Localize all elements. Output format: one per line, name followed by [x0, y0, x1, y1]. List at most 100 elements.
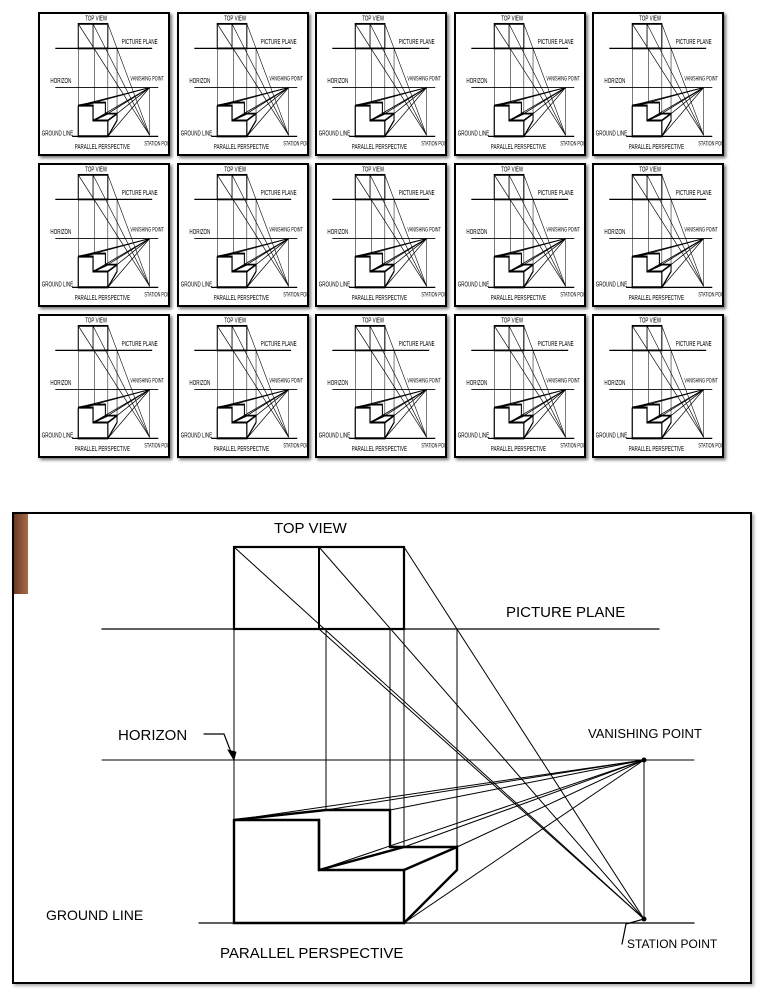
thumb-label-picture-plane: PICTURE PLANE: [676, 340, 712, 349]
thumb-label-picture-plane: PICTURE PLANE: [538, 38, 574, 47]
thumb-label-horizon: HORIZON: [604, 228, 625, 237]
thumb-label-ground-line: GROUND LINE: [42, 431, 73, 440]
thumb-label-ground-line: GROUND LINE: [458, 280, 489, 289]
thumbnail-drawing: TOP VIEW PICTURE PLANE HORIZON VANISHING…: [458, 14, 584, 151]
thumb-label-parallel-perspective: PARALLEL PERSPECTIVE: [75, 445, 130, 454]
thumb-label-vanishing-point: VANISHING POINT: [130, 227, 164, 234]
diagram-thumbnail-r1-c5: TOP VIEW PICTURE PLANE HORIZON VANISHING…: [592, 12, 724, 156]
thumb-label-parallel-perspective: PARALLEL PERSPECTIVE: [352, 445, 407, 454]
thumb-label-parallel-perspective: PARALLEL PERSPECTIVE: [214, 143, 269, 152]
thumb-label-parallel-perspective: PARALLEL PERSPECTIVE: [214, 294, 269, 303]
diagram-thumbnail-r2-c1: TOP VIEW PICTURE PLANE HORIZON VANISHING…: [38, 163, 170, 307]
label-horizon: HORIZON: [118, 727, 187, 744]
label-top-view: TOP VIEW: [274, 520, 348, 537]
vp-line: [389, 759, 645, 811]
thumb-label-top-view: TOP VIEW: [224, 316, 246, 325]
thumb-label-top-view: TOP VIEW: [224, 14, 246, 23]
diagram-thumbnail-r1-c4: TOP VIEW PICTURE PLANE HORIZON VANISHING…: [454, 12, 586, 156]
thumb-label-station-point: STATION POINT: [144, 141, 168, 148]
thumb-label-picture-plane: PICTURE PLANE: [399, 38, 435, 47]
thumb-label-vanishing-point: VANISHING POINT: [130, 378, 164, 385]
thumb-label-horizon: HORIZON: [604, 379, 625, 388]
diagram-thumbnail-r3-c2: TOP VIEW PICTURE PLANE HORIZON VANISHING…: [177, 314, 309, 458]
thumb-label-station-point: STATION POINT: [560, 292, 584, 299]
thumbnail-drawing: TOP VIEW PICTURE PLANE HORIZON VANISHING…: [42, 316, 168, 454]
diagram-thumbnail-r3-c5: TOP VIEW PICTURE PLANE HORIZON VANISHING…: [592, 314, 724, 458]
thumb-label-parallel-perspective: PARALLEL PERSPECTIVE: [629, 143, 684, 152]
diagram-thumbnail-r2-c4: TOP VIEW PICTURE PLANE HORIZON VANISHING…: [454, 163, 586, 307]
thumb-label-horizon: HORIZON: [604, 77, 625, 86]
vp-line: [325, 759, 645, 811]
thumb-label-top-view: TOP VIEW: [639, 165, 661, 174]
diagram-thumbnail-r1-c3: TOP VIEW PICTURE PLANE HORIZON VANISHING…: [315, 12, 447, 156]
thumb-label-ground-line: GROUND LINE: [596, 129, 627, 138]
vp-line: [318, 759, 645, 871]
thumb-label-vanishing-point: VANISHING POINT: [130, 76, 164, 83]
thumb-label-top-view: TOP VIEW: [639, 316, 661, 325]
thumb-label-picture-plane: PICTURE PLANE: [538, 340, 574, 349]
thumb-label-station-point: STATION POINT: [698, 141, 722, 148]
thumb-label-vanishing-point: VANISHING POINT: [546, 227, 580, 234]
thumb-label-parallel-perspective: PARALLEL PERSPECTIVE: [629, 445, 684, 454]
thumb-label-parallel-perspective: PARALLEL PERSPECTIVE: [214, 445, 269, 454]
horizon-arrow: [203, 733, 235, 761]
thumb-label-ground-line: GROUND LINE: [319, 280, 350, 289]
thumb-label-ground-line: GROUND LINE: [596, 280, 627, 289]
thumb-label-station-point: STATION POINT: [283, 141, 307, 148]
thumb-label-ground-line: GROUND LINE: [458, 129, 489, 138]
vp-line: [403, 759, 645, 924]
thumb-label-picture-plane: PICTURE PLANE: [676, 189, 712, 198]
thumb-label-horizon: HORIZON: [50, 379, 71, 388]
thumb-label-top-view: TOP VIEW: [85, 165, 107, 174]
thumb-label-vanishing-point: VANISHING POINT: [407, 76, 441, 83]
diagram-thumbnail-r2-c3: TOP VIEW PICTURE PLANE HORIZON VANISHING…: [315, 163, 447, 307]
thumb-label-horizon: HORIZON: [189, 228, 210, 237]
thumb-label-vanishing-point: VANISHING POINT: [684, 227, 718, 234]
thumb-label-top-view: TOP VIEW: [501, 316, 523, 325]
thumb-label-horizon: HORIZON: [327, 77, 348, 86]
thumb-label-station-point: STATION POINT: [560, 443, 584, 450]
diagram-thumbnail-r3-c1: TOP VIEW PICTURE PLANE HORIZON VANISHING…: [38, 314, 170, 458]
thumb-label-picture-plane: PICTURE PLANE: [261, 340, 297, 349]
station-point-arrow: [621, 918, 645, 945]
thumb-label-station-point: STATION POINT: [421, 141, 445, 148]
thumb-label-parallel-perspective: PARALLEL PERSPECTIVE: [352, 294, 407, 303]
thumb-label-horizon: HORIZON: [327, 228, 348, 237]
perspective-drawing: TOP VIEW PICTURE PLANE HORIZON VANISHING…: [46, 520, 718, 962]
thumb-label-top-view: TOP VIEW: [224, 165, 246, 174]
thumb-label-vanishing-point: VANISHING POINT: [269, 227, 303, 234]
thumb-label-parallel-perspective: PARALLEL PERSPECTIVE: [491, 294, 546, 303]
sight-line: [403, 546, 645, 920]
thumb-label-top-view: TOP VIEW: [639, 14, 661, 23]
thumb-label-horizon: HORIZON: [189, 379, 210, 388]
thumb-label-horizon: HORIZON: [466, 379, 487, 388]
diagram-thumbnail-r2-c5: TOP VIEW PICTURE PLANE HORIZON VANISHING…: [592, 163, 724, 307]
thumbnail-drawing: TOP VIEW PICTURE PLANE HORIZON VANISHING…: [181, 316, 307, 454]
thumb-label-picture-plane: PICTURE PLANE: [122, 189, 158, 198]
thumb-label-picture-plane: PICTURE PLANE: [122, 340, 158, 349]
thumb-label-top-view: TOP VIEW: [362, 14, 384, 23]
sight-line: [318, 628, 645, 920]
sight-line: [233, 546, 645, 920]
diagram-thumbnail-r1-c1: TOP VIEW PICTURE PLANE HORIZON VANISHING…: [38, 12, 170, 156]
thumb-label-parallel-perspective: PARALLEL PERSPECTIVE: [629, 294, 684, 303]
thumb-label-vanishing-point: VANISHING POINT: [407, 378, 441, 385]
label-vanishing-point: VANISHING POINT: [588, 726, 702, 741]
vp-line: [403, 759, 645, 848]
sight-line: [318, 546, 645, 920]
thumbnail-grid: TOP VIEW PICTURE PLANE HORIZON VANISHING…: [38, 12, 728, 459]
thumb-label-horizon: HORIZON: [327, 379, 348, 388]
thumbnail-drawing: TOP VIEW PICTURE PLANE HORIZON VANISHING…: [181, 14, 307, 152]
diagram-thumbnail-r1-c2: TOP VIEW PICTURE PLANE HORIZON VANISHING…: [177, 12, 309, 156]
thumb-label-ground-line: GROUND LINE: [181, 280, 212, 289]
thumb-label-station-point: STATION POINT: [421, 292, 445, 299]
thumb-label-picture-plane: PICTURE PLANE: [399, 340, 435, 349]
thumb-label-picture-plane: PICTURE PLANE: [261, 189, 297, 198]
thumb-label-station-point: STATION POINT: [560, 141, 584, 148]
thumb-label-vanishing-point: VANISHING POINT: [269, 76, 303, 83]
thumb-label-top-view: TOP VIEW: [501, 14, 523, 23]
thumb-label-picture-plane: PICTURE PLANE: [676, 38, 712, 47]
thumb-label-top-view: TOP VIEW: [362, 165, 384, 174]
thumbnail-drawing: TOP VIEW PICTURE PLANE HORIZON VANISHING…: [319, 165, 445, 303]
thumb-label-horizon: HORIZON: [50, 228, 71, 237]
